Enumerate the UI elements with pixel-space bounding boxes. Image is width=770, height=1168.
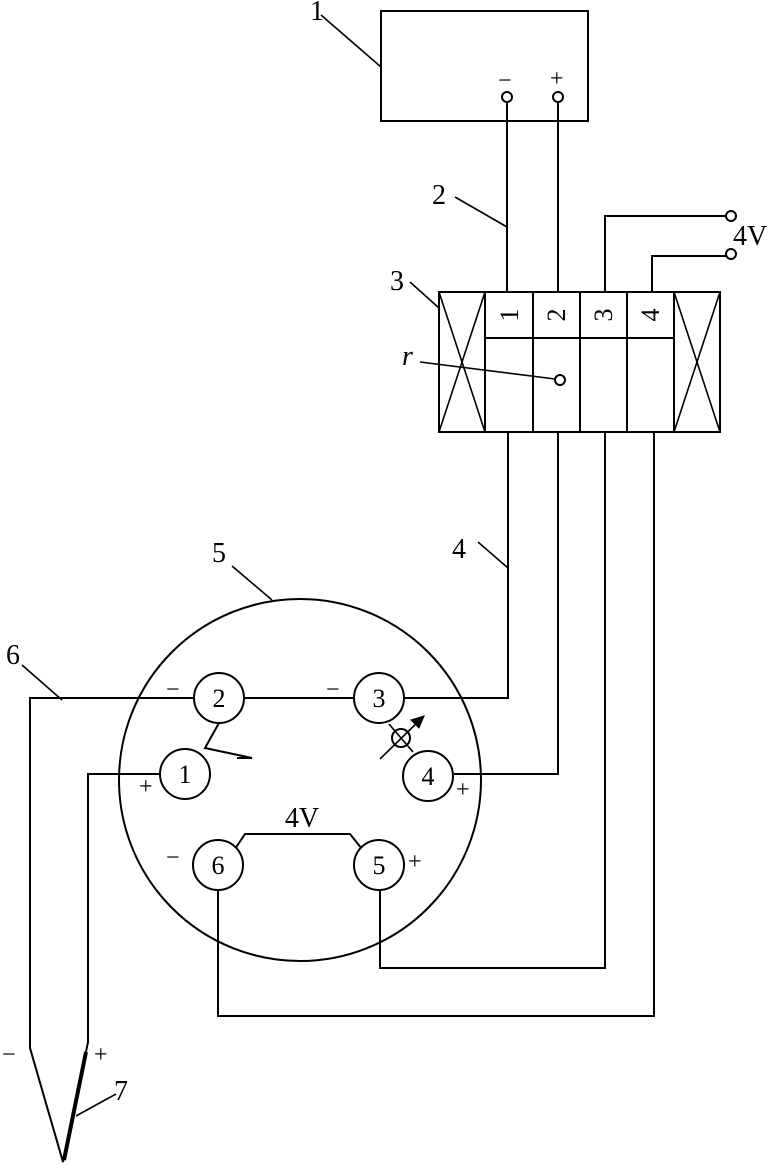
device-minus-sign: − [498, 68, 512, 94]
callout-3: 3 [390, 266, 404, 297]
supply-wires-top: 4V [604, 210, 767, 293]
callout-1: 1 [310, 0, 324, 27]
callout-2: 2 [432, 180, 446, 211]
sign-minus-t6: − [166, 845, 180, 871]
block-terminal-1: 1 [495, 309, 524, 322]
device-plus-terminal [552, 91, 564, 103]
sign-plus-t1: + [139, 774, 153, 800]
head-terminal-2: 2 [213, 684, 226, 713]
head-voltage-label: 4V [285, 803, 319, 834]
supply-terminal-upper [725, 210, 737, 222]
callout-4: 4 [452, 534, 466, 565]
block-terminal-2: 2 [542, 309, 571, 322]
head-terminal-6-ring [192, 839, 244, 891]
tc-minus-sign: − [2, 1042, 16, 1068]
callout-6: 6 [6, 640, 20, 671]
thermocouple-leads [28, 697, 195, 1163]
callout-r: r [402, 341, 413, 372]
terminal-block: 1 2 3 4 [438, 291, 721, 433]
sign-plus-t4: + [456, 777, 470, 803]
supply-voltage-label: 4V [733, 221, 767, 252]
connection-head: 2 1 3 4 6 5 − − + + − + 4V [118, 598, 482, 962]
head-terminal-4: 4 [422, 762, 435, 791]
instrument-box: − + [380, 10, 589, 122]
supply-terminal-lower [725, 248, 737, 260]
head-terminal-6: 6 [212, 851, 225, 880]
head-terminal-5: 5 [373, 851, 386, 880]
device-minus-terminal [501, 91, 513, 103]
head-terminal-3: 3 [373, 684, 386, 713]
callout-5: 5 [212, 538, 226, 569]
head-terminal-5-ring [353, 839, 405, 891]
device-plus-sign: + [550, 66, 564, 92]
sign-minus-t2: − [166, 677, 180, 703]
block-terminal-3: 3 [589, 309, 618, 322]
head-terminal-4-ring [402, 750, 454, 802]
block-terminal-4: 4 [636, 309, 665, 322]
resistor-r-point [554, 374, 566, 386]
tc-plus-sign: + [94, 1042, 108, 1068]
head-terminal-3-ring [353, 672, 405, 724]
sign-plus-t5: + [408, 849, 422, 875]
callout-7: 7 [114, 1076, 128, 1107]
block-to-head-wires [217, 431, 655, 1017]
head-terminal-1: 1 [179, 760, 192, 789]
instrument-wires [506, 101, 559, 293]
sign-minus-t3: − [326, 677, 340, 703]
